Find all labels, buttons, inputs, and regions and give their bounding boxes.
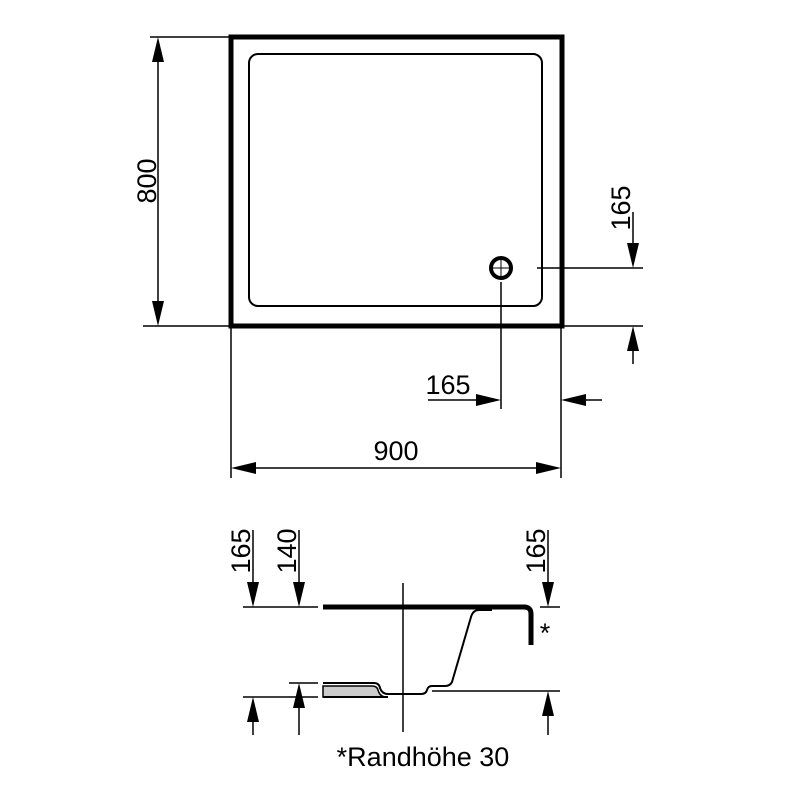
tray-wall	[323, 609, 492, 695]
height-label: 800	[132, 158, 162, 203]
tray-floor-fill	[322, 685, 387, 698]
rim-marker: *	[540, 618, 551, 648]
footnote: *Randhöhe 30	[337, 742, 510, 772]
width-label: 900	[373, 436, 418, 466]
arrow-head	[627, 243, 639, 268]
arrow-head	[476, 394, 501, 406]
arrow-head	[293, 582, 305, 607]
section-depth-outer-label: 165	[226, 528, 256, 573]
drain-offset-y-label: 165	[606, 185, 636, 230]
arrow-head	[542, 582, 554, 607]
arrow-head	[247, 582, 259, 607]
arrow-head	[536, 462, 561, 474]
tray-basin	[248, 53, 543, 307]
drain-offset-x-label: 165	[425, 370, 470, 400]
arrow-head	[247, 697, 259, 722]
tray-rim	[323, 604, 534, 645]
arrow-head	[561, 394, 586, 406]
section-depth-right-label: 165	[521, 528, 551, 573]
drain-symbol	[489, 256, 513, 280]
arrow-head	[293, 683, 305, 708]
section-depth-inner-label: 140	[272, 528, 302, 573]
arrow-head	[627, 326, 639, 351]
tray-outline	[228, 34, 565, 329]
arrow-head	[542, 691, 554, 716]
section-view: 165 140 165 *	[226, 528, 560, 735]
plan-view: 800 900 165 165	[132, 34, 643, 478]
arrow-head	[152, 301, 164, 326]
arrow-head	[231, 462, 256, 474]
arrow-head	[152, 37, 164, 62]
